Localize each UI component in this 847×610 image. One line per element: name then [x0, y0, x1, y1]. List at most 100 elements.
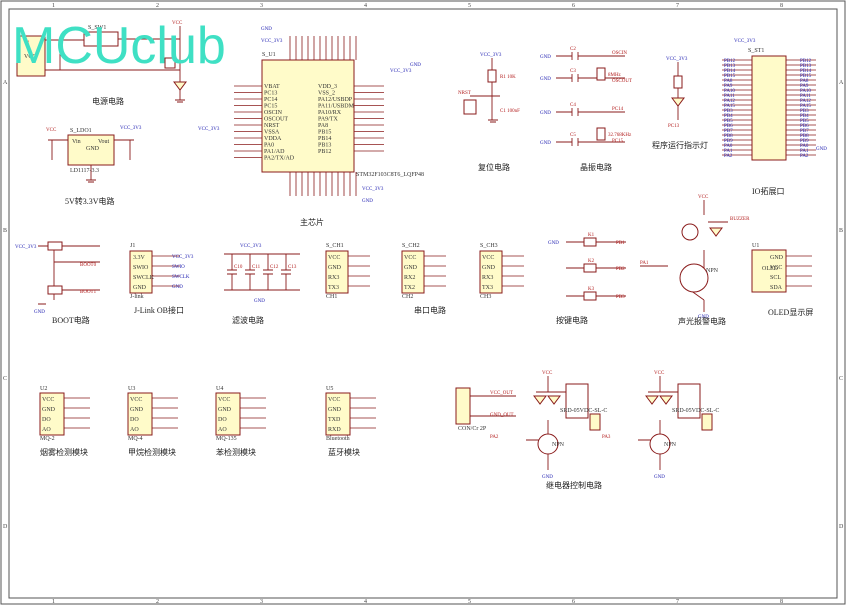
run-led-circuit: VCC_3V3 PC13 程序运行指示灯	[652, 57, 708, 150]
key-button-1[interactable]	[583, 237, 597, 247]
svg-text:VCC_3V3: VCC_3V3	[666, 57, 688, 62]
mcu-pin-pb13: PB13	[318, 143, 331, 149]
jlink-pin-3: GND	[133, 285, 147, 291]
svg-text:BOOT0: BOOT0	[80, 263, 97, 268]
sensor-pin-2-0: VCC	[218, 397, 230, 403]
boot-jumper-1[interactable]	[47, 241, 63, 251]
io-left-8: PA12	[724, 99, 735, 104]
svg-text:GND: GND	[548, 241, 559, 246]
sensor-part-0: MQ-2	[40, 436, 55, 442]
serial-label-1: CH2	[402, 294, 413, 300]
io-right-14: PB7	[800, 129, 809, 134]
io-right-5: PA9	[800, 84, 809, 89]
svg-text:VCC_3V3: VCC_3V3	[261, 39, 283, 44]
io-right-12: PB5	[800, 119, 809, 124]
svg-text:VCC_3V3: VCC_3V3	[362, 187, 384, 192]
io-left-10: PB3	[724, 109, 733, 114]
sensor-connector-3	[325, 392, 351, 436]
io-left-4: PA8	[724, 79, 733, 84]
sensor-ref-2: U4	[216, 386, 223, 392]
power-led-icon	[173, 81, 187, 91]
power-jack	[16, 35, 46, 77]
svg-text:VCC: VCC	[46, 128, 57, 133]
serial-connector-1	[401, 250, 425, 294]
mcu-part: STM32F103C8T6_LQFP48	[356, 172, 424, 178]
relay-title: 继电器控制电路	[546, 480, 602, 490]
grid-row-B: B	[3, 228, 7, 234]
reset-button[interactable]	[463, 99, 477, 115]
mcu-chip	[261, 59, 355, 173]
power-title: 电源电路	[92, 96, 124, 106]
boot-jumper-2[interactable]	[47, 285, 63, 295]
mcu-pin-pb15: PB15	[318, 130, 331, 136]
serial-pin-0-0: VCC	[328, 255, 340, 261]
io-left-19: PA2	[724, 154, 733, 159]
io-right-13: PB6	[800, 124, 809, 129]
grid-col-6: 6	[572, 3, 575, 9]
jlink-net-0: VCC_3V3	[172, 255, 194, 260]
serial-pin-0-1: GND	[328, 265, 342, 271]
filter-cap-3: C13	[288, 265, 297, 270]
svg-text:GND: GND	[254, 299, 265, 304]
io-left-5: PA9	[724, 84, 733, 89]
mcu-pin-pa11usbdm: PA11/USBDM	[318, 104, 355, 110]
crystal-cap-3: C5	[570, 133, 576, 138]
sensor-pin-0-1: GND	[42, 407, 56, 413]
io-title: IO拓展口	[752, 186, 784, 196]
grid-col-bottom-5: 5	[468, 599, 471, 605]
serial-ref-1: S_CH2	[402, 243, 420, 249]
grid-row-A: A	[3, 80, 8, 86]
grid-col-bottom-7: 7	[676, 599, 679, 605]
sensor-pin-3-2: TXD	[328, 417, 341, 423]
alarm-led-icon	[709, 227, 723, 237]
mcu-pin-vdda: VDDA	[264, 136, 282, 142]
crystal-8mhz	[596, 67, 606, 81]
relay-circuit: VCC_OUT GND_OUT CON/Cr 2P VCCNPNSRD-05VD…	[455, 371, 719, 490]
filter-cap-0: C10	[234, 265, 243, 270]
jlink-net-1: SWIO	[172, 265, 185, 270]
serial-label-0: CH1	[326, 294, 337, 300]
mcu-pin-pc13: PC13	[264, 91, 277, 97]
alarm-title: 声光报警电路	[678, 316, 726, 326]
sensor-pin-2-3: AO	[218, 427, 227, 433]
io-right-7: PA11	[800, 94, 811, 99]
buzzer-icon	[681, 223, 699, 241]
serial-ref-2: S_CH3	[480, 243, 498, 249]
crystal-gnd-0: GND	[540, 55, 551, 60]
io-left-2: PB14	[724, 69, 736, 74]
svg-text:VCC_3V3: VCC_3V3	[734, 39, 756, 44]
key-button-2[interactable]	[583, 263, 597, 273]
mcu-pin-pa8: PA8	[318, 123, 328, 129]
ldo-part: LD1117-3.3	[70, 168, 99, 174]
sensor-modules: U2VCCGNDDOAOMQ-2U3VCCGNDDOAOMQ-4U4VCCGND…	[39, 386, 376, 457]
relay-led-icon-0	[547, 395, 561, 405]
crystal-circuit: GNDC2GNDC3GNDC4GNDC5OSCINOSCOUTPC14PC15 …	[540, 47, 632, 172]
sensor-ref-0: U2	[40, 386, 47, 392]
serial-pin-1-1: GND	[404, 265, 418, 271]
io-left-9: PA15	[724, 104, 735, 109]
crystal-val-1: 8MHz	[608, 73, 622, 78]
grid-col-5: 5	[468, 3, 471, 9]
sensor-pin-1-2: DO	[130, 417, 139, 423]
ldo-vcc33: VCC_3V3	[120, 126, 142, 131]
relay-npn-1: NPN	[664, 442, 677, 448]
smoke-title: 烟雾检测模块	[40, 447, 88, 457]
grid-col-4: 4	[364, 3, 367, 9]
mcu-pin-pa1ad: PA1/AD	[264, 149, 285, 155]
sensor-pin-3-1: GND	[328, 407, 342, 413]
svg-text:BOOT1: BOOT1	[80, 290, 97, 295]
run-led-icon	[671, 97, 685, 107]
mcu-pin-pa2txad: PA2/TX/AD	[264, 156, 295, 162]
key-button-3[interactable]	[583, 291, 597, 301]
oled-title: OLED显示屏	[768, 308, 813, 317]
mcu-pin-pc14: PC14	[264, 97, 277, 103]
io-right-15: PB8	[800, 134, 809, 139]
crystal-title: 晶振电路	[580, 162, 612, 172]
svg-text:GND: GND	[816, 147, 827, 152]
mcu-pin-pa9tx: PA9/TX	[318, 117, 338, 123]
relay-npn-0: NPN	[552, 442, 565, 448]
sensor-connector-1	[127, 392, 153, 436]
sw-ref: S_SW1	[88, 25, 106, 31]
